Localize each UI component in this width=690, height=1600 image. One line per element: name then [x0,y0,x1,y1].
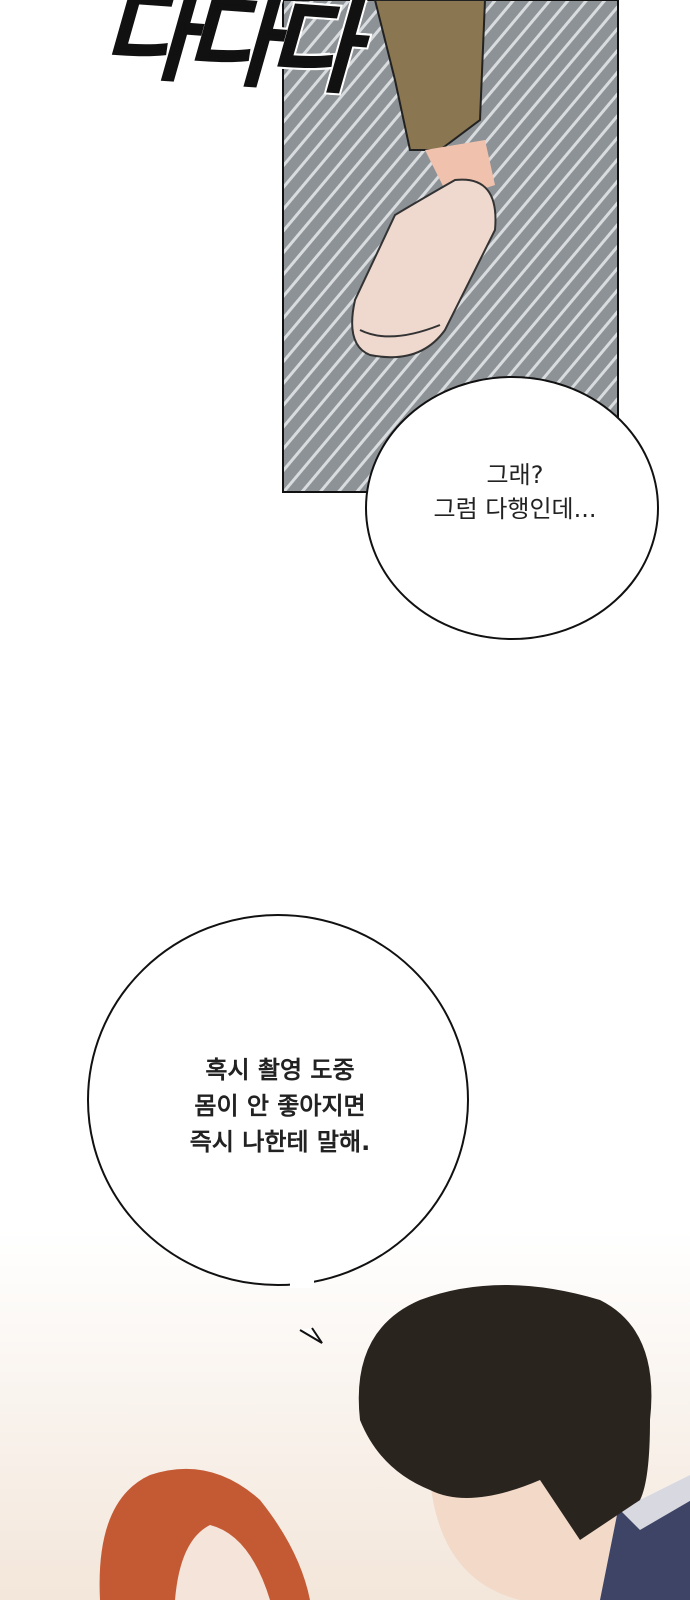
speech-bubble-1 [365,376,659,640]
female-character [99,1468,310,1600]
dialogue-line: 그럼 다행인데... [433,495,597,523]
dialogue-line: 즉시 나한테 말해. [189,1128,371,1156]
dialogue-line: 그래? [486,461,544,489]
dialogue-line: 혹시 촬영 도중 [205,1056,355,1084]
speech-bubble-2-text: 혹시 촬영 도중 몸이 안 좋아지면 즉시 나한테 말해. [110,1052,450,1160]
speech-bubble-2 [87,914,469,1286]
dialogue-line: 몸이 안 좋아지면 [194,1092,366,1120]
speech-bubble-1-text: 그래? 그럼 다행인데... [370,458,660,526]
sneaker [351,178,497,359]
sound-effect-text: 다다다 [95,0,377,109]
male-character [358,1285,690,1600]
